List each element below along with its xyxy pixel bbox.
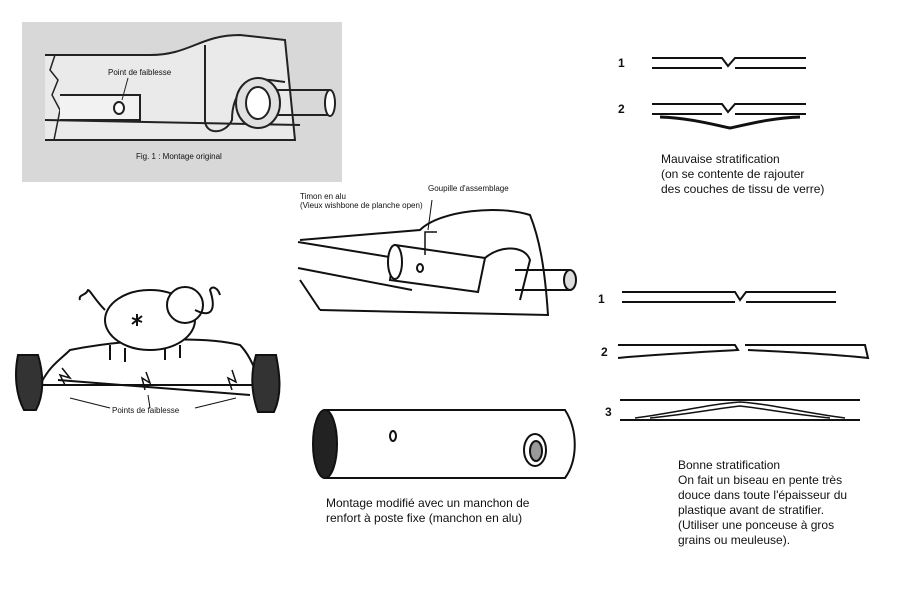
- mount-timon-line2: (Vieux wishbone de planche open): [300, 201, 423, 210]
- good-step-2: 2: [601, 345, 608, 359]
- bad-title: Mauvaise stratification: [661, 152, 780, 166]
- good-line5: grains ou meuleuse).: [678, 533, 791, 547]
- good-line3: plastique avant de stratifier.: [678, 503, 825, 517]
- sleeve-caption-line2: renfort à poste fixe (manchon en alu): [326, 511, 523, 525]
- bad-desc-line2: des couches de tissu de verre): [661, 182, 825, 196]
- fig1-weak-point-label: Point de faiblesse: [108, 68, 172, 77]
- bad-desc-line1: (on se contente de rajouter: [661, 167, 805, 181]
- mount-pin-label: Goupille d'assemblage: [428, 184, 509, 193]
- good-line4: (Utiliser une ponceuse à gros: [678, 518, 835, 532]
- good-text-block: Bonne stratification On fait un biseau e…: [678, 458, 847, 548]
- good-step-1: 1: [598, 292, 605, 306]
- sleeve-caption-line1: Montage modifié avec un manchon de: [326, 496, 530, 510]
- fig1-caption: Fig. 1 : Montage original: [136, 152, 222, 161]
- good-title: Bonne stratification: [678, 458, 781, 472]
- mount-timon-line1: Timon en alu: [300, 192, 346, 201]
- elephant-weak-points-label: Points de faiblesse: [112, 406, 180, 415]
- good-line2: douce dans toute l'épaisseur du: [678, 488, 848, 502]
- good-step-3: 3: [605, 405, 612, 419]
- mount-timon-label: Timon en alu (Vieux wishbone de planche …: [300, 192, 423, 210]
- sleeve-caption: Montage modifié avec un manchon de renfo…: [326, 496, 529, 526]
- good-line1: On fait un biseau en pente très: [678, 473, 843, 487]
- bad-step-2: 2: [618, 102, 625, 116]
- bad-step-1: 1: [618, 56, 625, 70]
